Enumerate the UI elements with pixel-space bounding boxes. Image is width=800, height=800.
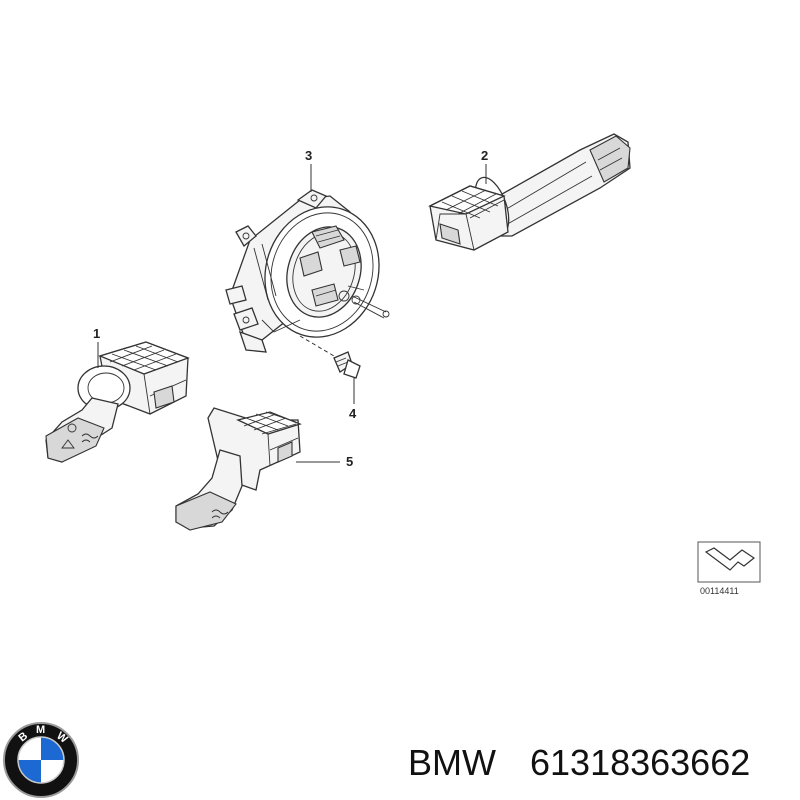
part-1-wiper-switch: [45, 341, 190, 463]
bmw-logo: B M W: [3, 722, 79, 798]
part-5-cruise-control-switch: [175, 407, 302, 531]
callout-label-5: 5: [346, 454, 353, 469]
callout-5: 5: [296, 454, 353, 469]
brand-name: BMW: [408, 742, 496, 783]
part-3-column-housing: [225, 189, 390, 353]
callout-label-2: 2: [481, 148, 488, 163]
part-number: 61318363662: [530, 742, 750, 783]
reference-code: 00114411: [700, 586, 739, 596]
callout-4: 4: [299, 335, 357, 421]
callout-label-4: 4: [349, 406, 357, 421]
part-2-turn-signal-switch: [428, 133, 631, 251]
callout-label-1: 1: [93, 326, 100, 341]
arrow-icon: [704, 547, 756, 571]
callout-1: 1: [93, 326, 100, 368]
part-4-screw: [333, 351, 361, 379]
callout-label-3: 3: [305, 148, 312, 163]
callout-2: 2: [481, 148, 488, 184]
reference-stamp: 00114411: [697, 541, 761, 596]
callout-3: 3: [305, 148, 312, 192]
svg-text:M: M: [36, 724, 45, 736]
